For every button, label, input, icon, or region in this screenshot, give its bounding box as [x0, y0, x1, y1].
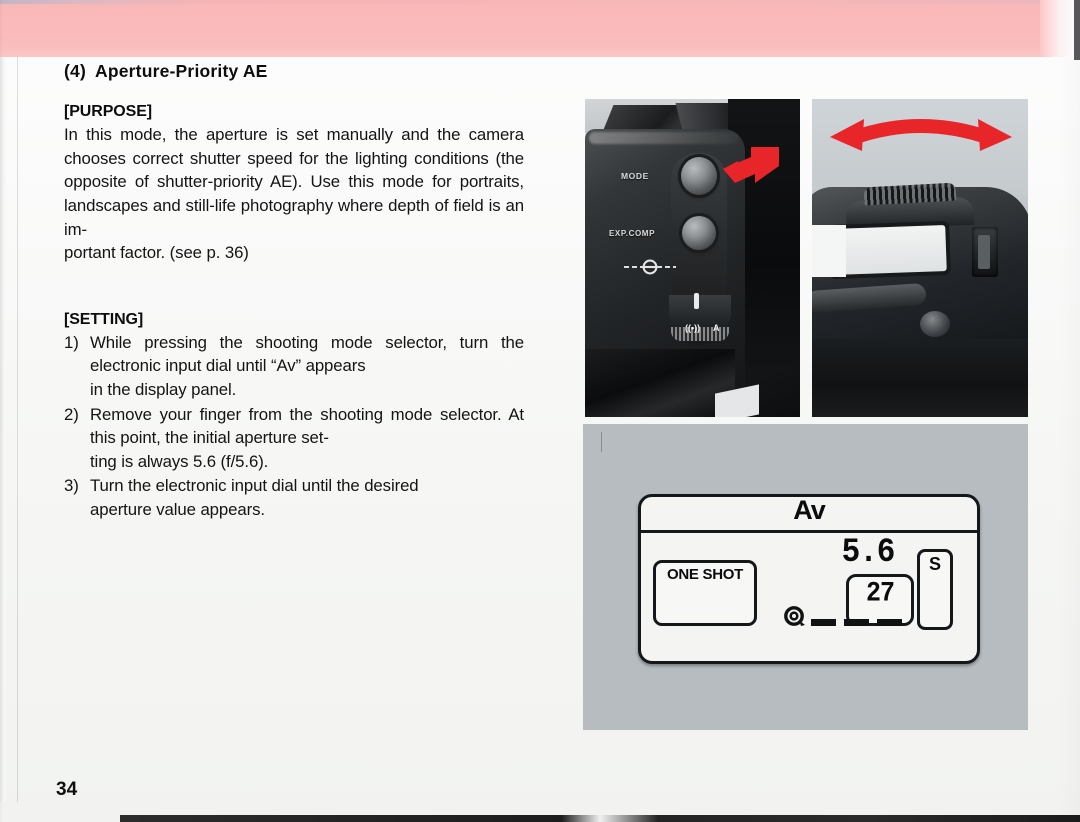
step-marker: 1)	[64, 332, 79, 352]
camera-lower-body	[812, 339, 1028, 417]
side-port-inner	[978, 235, 990, 269]
lcd-exposure-scale	[811, 619, 907, 626]
step-marker: 2)	[64, 404, 79, 424]
purpose-body: In this mode, the aperture is set manual…	[64, 125, 524, 239]
lcd-drive-mode-label: ONE SHOT	[667, 566, 743, 583]
dial-knurling	[671, 327, 729, 341]
page-title: (4) Aperture-Priority AE	[64, 61, 524, 81]
lcd-frame-counter-box: 27	[846, 574, 914, 626]
section-number: (4)	[64, 61, 86, 81]
section-title: Aperture-Priority AE	[95, 61, 268, 81]
lcd-drive-mode-box: ONE SHOT	[653, 560, 757, 626]
step-text-last: ting is always 5.6 (f/5.6).	[90, 451, 269, 471]
exposure-compensation-label: EXP.COMP	[609, 229, 655, 238]
camera-strap	[585, 349, 735, 417]
lcd-aperture-value: 5.6	[841, 532, 896, 573]
window-glare	[812, 225, 846, 277]
setting-label: [SETTING]	[64, 310, 144, 328]
lcd-metering-box: S	[917, 549, 953, 630]
header-band-fade	[1040, 0, 1074, 57]
mode-button-label: MODE	[621, 171, 649, 181]
camera-highlight	[589, 132, 739, 144]
page-right-scan-edge	[1074, 0, 1080, 60]
purpose-body-last-line: portant factor. (see p. 36)	[64, 243, 249, 263]
display-window	[831, 225, 947, 275]
step-text-last: aperture value appears.	[90, 499, 265, 519]
lcd-shooting-mode: Av	[793, 495, 826, 525]
photo-mode-button: MODE EXP.COMP ((•)) A	[585, 99, 800, 417]
list-item: 2) Remove your finger from the shooting …	[64, 403, 524, 474]
rotate-double-arrow-icon	[830, 119, 1012, 151]
dial-index-mark	[694, 293, 699, 309]
exposure-compensation-button[interactable]	[682, 216, 716, 250]
content-column: (4) Aperture-Priority AE [PURPOSE] In thi…	[64, 61, 524, 523]
step-text: While pressing the shooting mode selecto…	[90, 331, 524, 402]
body-screw	[920, 311, 950, 337]
battery-icon	[784, 606, 805, 626]
list-item: 1) While pressing the shooting mode sele…	[64, 331, 524, 402]
lcd-metering-label: S	[928, 554, 941, 574]
step-text: Remove your finger from the shooting mod…	[90, 403, 524, 474]
step-text-body: While pressing the shooting mode selecto…	[90, 332, 524, 376]
purpose-paragraph: In this mode, the aperture is set manual…	[64, 123, 524, 265]
dial-position-a-label: A	[713, 323, 720, 333]
page-bottom-scan-edge	[120, 815, 1080, 822]
self-timer-beep-label: ((•))	[685, 323, 701, 333]
mode-button[interactable]	[681, 157, 717, 195]
purpose-label: [PURPOSE]	[64, 103, 152, 121]
step-text-body: Turn the electronic input dial until the…	[90, 476, 419, 496]
section-spacer	[64, 265, 524, 311]
header-color-band	[0, 0, 1046, 57]
press-arrow-icon	[723, 147, 779, 183]
photo-lcd-display-panel: Av 5.6 ONE SHOT 27 S	[583, 424, 1028, 730]
lcd-panel: Av 5.6 ONE SHOT 27 S	[638, 494, 980, 664]
page-left-margin	[0, 57, 6, 802]
step-text-last: in the display panel.	[90, 380, 237, 399]
page-left-rule	[17, 57, 18, 802]
step-text: Turn the electronic input dial until the…	[90, 474, 524, 521]
step-marker: 3)	[64, 476, 79, 496]
photo-backdrop	[812, 99, 1028, 195]
lcd-frame-counter-value: 27	[865, 577, 895, 610]
panel-shadow	[601, 432, 602, 452]
step-text-body: Remove your finger from the shooting mod…	[90, 404, 524, 448]
page-number: 34	[56, 779, 78, 800]
setting-steps-list: 1) While pressing the shooting mode sele…	[64, 331, 524, 522]
film-plane-icon	[624, 259, 676, 275]
list-item: 3) Turn the electronic input dial until …	[64, 474, 524, 521]
lcd-mode-bar: Av	[641, 495, 977, 533]
photo-input-dial	[812, 99, 1028, 417]
